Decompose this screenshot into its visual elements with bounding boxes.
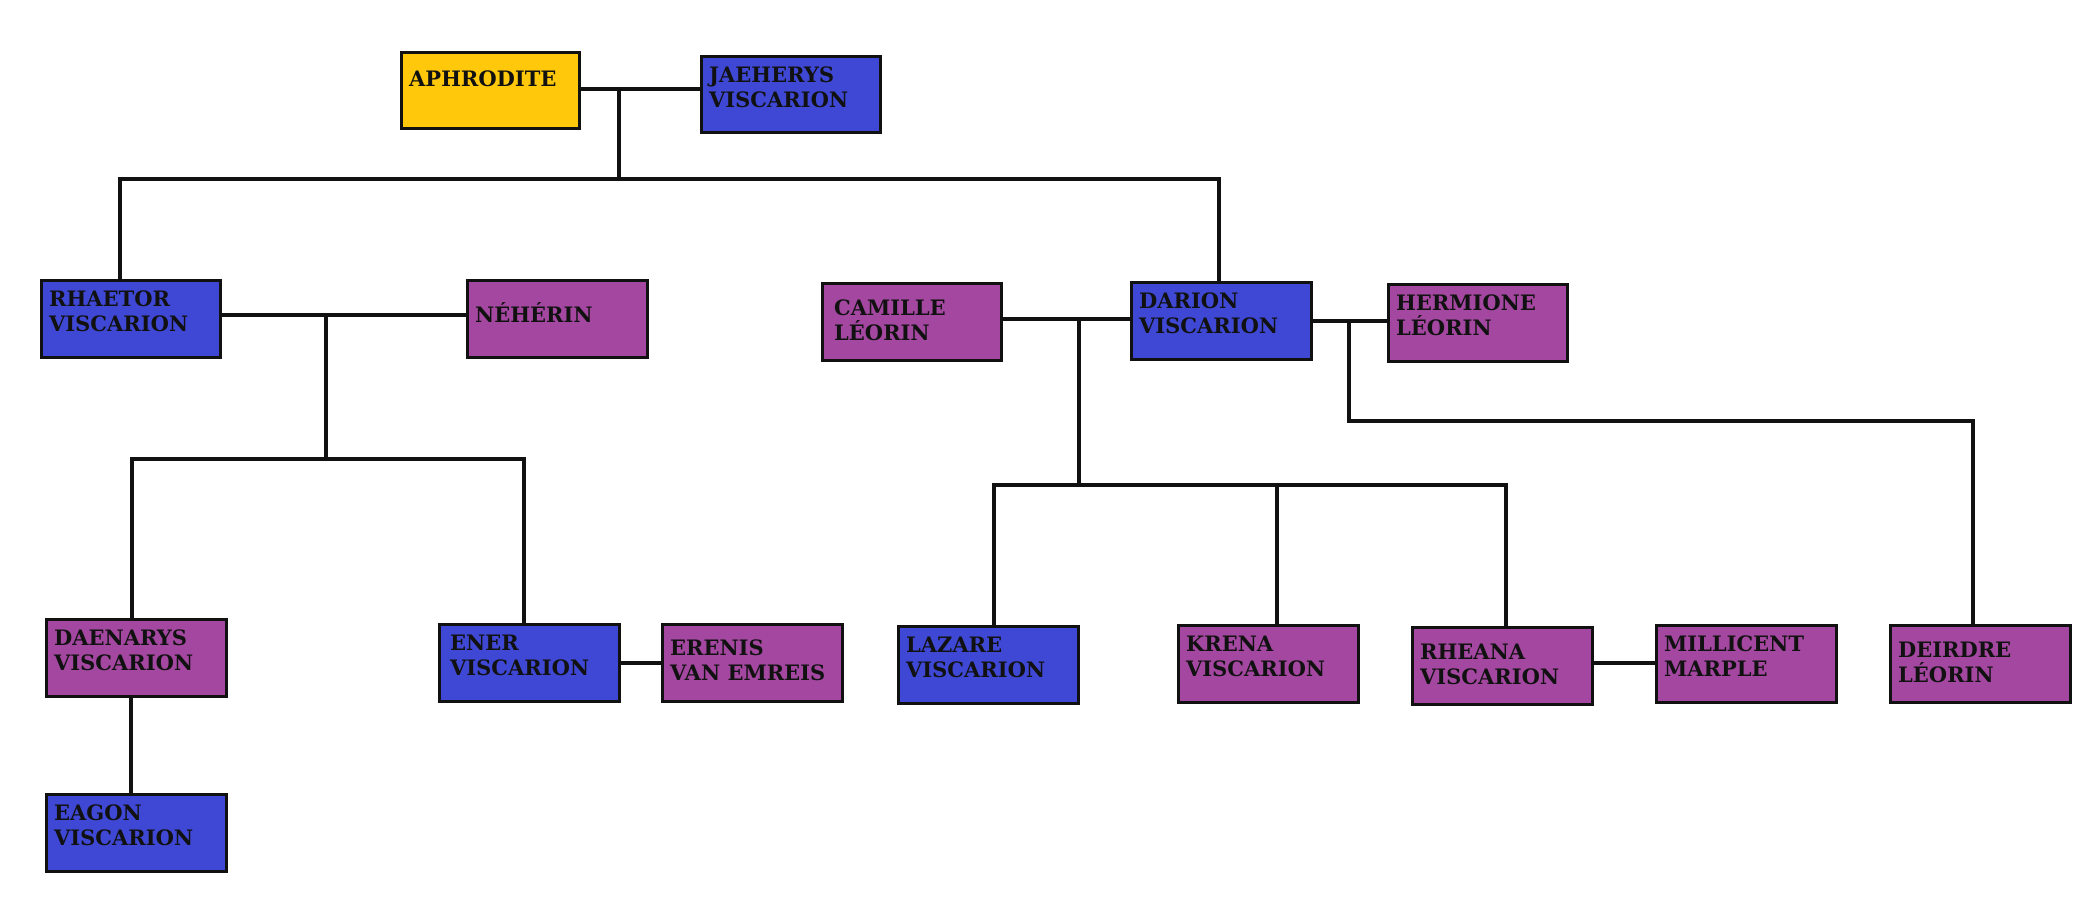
person-neherin[interactable]: NÉHÉRIN: [466, 279, 649, 359]
person-name-line1: ENER: [450, 630, 519, 655]
person-name-line1: APHRODITE: [409, 66, 557, 91]
person-name-line1: ERENIS: [670, 635, 764, 660]
person-name-line2: VAN EMREIS: [670, 660, 826, 685]
person-name-line1: LAZARE: [906, 632, 1003, 657]
person-camille-leorin[interactable]: CAMILLE LÉORIN: [821, 282, 1003, 362]
person-darion-viscarion[interactable]: DARION VISCARION: [1130, 281, 1313, 361]
person-jaehaerys-viscarion[interactable]: JAEHERYS VISCARION: [700, 55, 882, 134]
person-hermione-leorin[interactable]: HERMIONE LÉORIN: [1387, 283, 1569, 363]
person-name-line1: DAENARYS: [54, 625, 187, 650]
person-name-line2: LÉORIN: [1396, 315, 1492, 340]
person-name-line1: CAMILLE: [834, 295, 946, 320]
person-name-line2: VISCARION: [49, 311, 189, 336]
person-millicent-marple[interactable]: MILLICENT MARPLE: [1655, 624, 1838, 704]
person-name-line1: MILLICENT: [1664, 631, 1804, 656]
person-name-line1: NÉHÉRIN: [475, 302, 593, 327]
person-name-line1: DARION: [1139, 288, 1239, 313]
person-name-line2: VISCARION: [54, 650, 194, 675]
person-eagon-viscarion[interactable]: EAGON VISCARION: [45, 793, 228, 873]
person-rhaetor-viscarion[interactable]: RHAETOR VISCARION: [40, 279, 222, 359]
person-rheana-viscarion[interactable]: RHEANA VISCARION: [1411, 626, 1594, 706]
person-name-line2: VISCARION: [709, 87, 849, 112]
person-name-line2: VISCARION: [1420, 664, 1560, 689]
person-name-line2: VISCARION: [906, 657, 1046, 682]
person-name-line2: VISCARION: [1139, 313, 1279, 338]
person-erenis-van-emreis[interactable]: ERENIS VAN EMREIS: [661, 623, 844, 703]
person-name-line1: JAEHERYS: [709, 62, 835, 87]
person-name-line1: DEIRDRE: [1898, 637, 2012, 662]
person-name-line1: RHEANA: [1420, 639, 1526, 664]
person-name-line1: HERMIONE: [1396, 290, 1536, 315]
person-name-line2: VISCARION: [54, 825, 194, 850]
person-name-line2: VISCARION: [450, 655, 590, 680]
person-name-line1: EAGON: [54, 800, 142, 825]
person-name-line1: RHAETOR: [49, 286, 170, 311]
person-krena-viscarion[interactable]: KRENA VISCARION: [1177, 624, 1360, 704]
person-deirdre-leorin[interactable]: DEIRDRE LÉORIN: [1889, 624, 2072, 704]
person-daenarys-viscarion[interactable]: DAENARYS VISCARION: [45, 618, 228, 698]
person-name-line2: LÉORIN: [834, 320, 930, 345]
person-name-line2: MARPLE: [1664, 656, 1768, 681]
person-ener-viscarion[interactable]: ENER VISCARION: [438, 623, 621, 703]
person-name-line2: VISCARION: [1186, 656, 1326, 681]
person-name-line2: LÉORIN: [1898, 662, 1994, 687]
person-aphrodite[interactable]: APHRODITE: [400, 51, 581, 130]
person-name-line1: KRENA: [1186, 631, 1274, 656]
person-lazare-viscarion[interactable]: LAZARE VISCARION: [897, 625, 1080, 705]
